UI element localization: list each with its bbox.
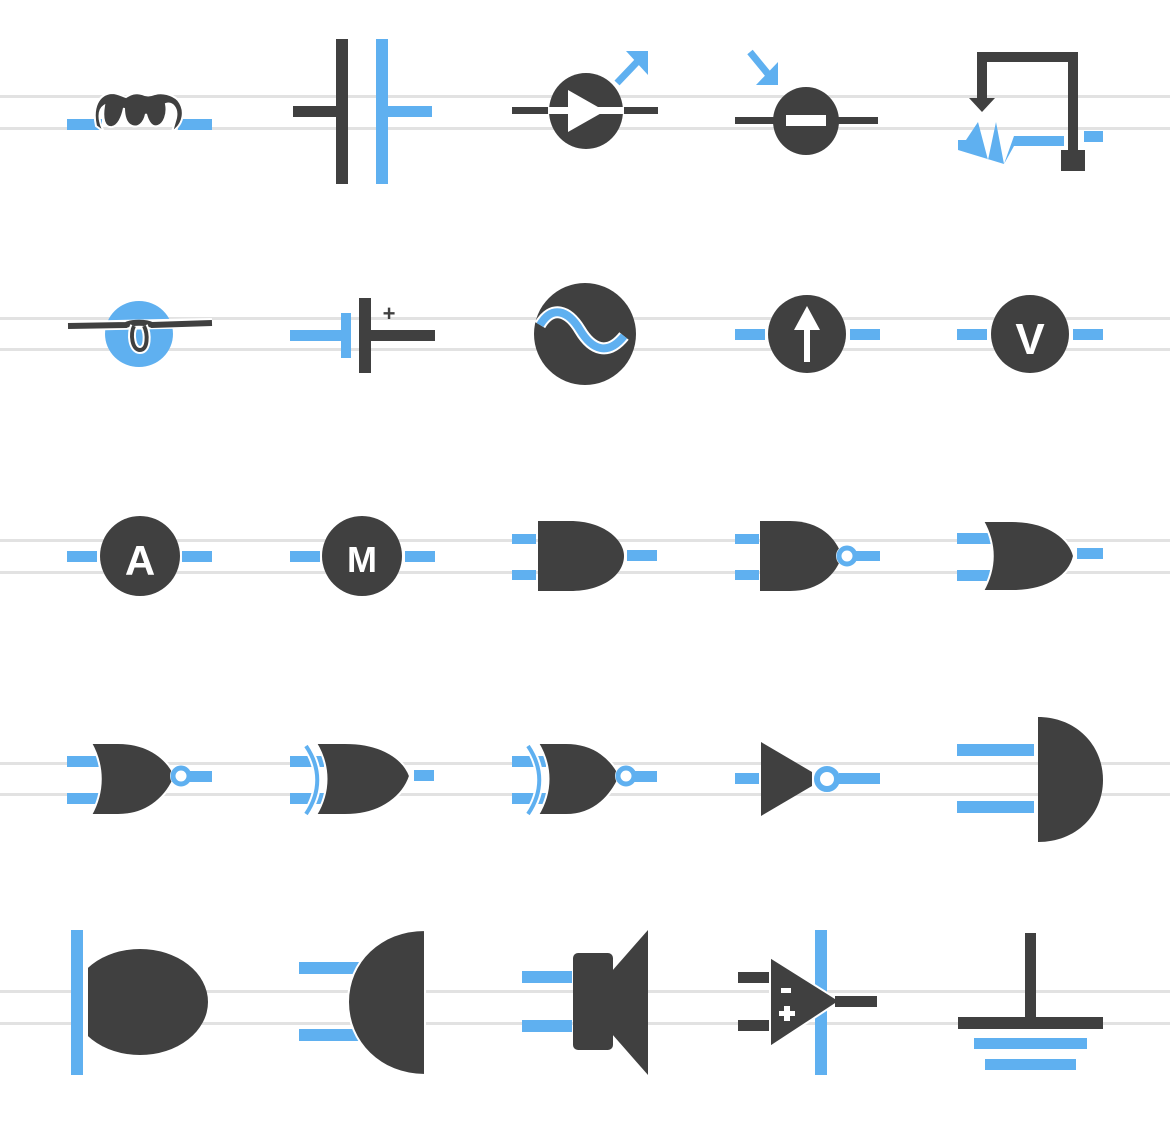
- xnor-gate-icon[interactable]: [512, 742, 657, 817]
- led-icon[interactable]: [512, 51, 658, 149]
- motor-letter: M: [347, 539, 377, 580]
- photo-resistor-icon[interactable]: [735, 49, 878, 155]
- voltmeter-icon[interactable]: V: [957, 295, 1103, 373]
- ammeter-letter: A: [125, 537, 155, 584]
- or-gate-icon[interactable]: [957, 520, 1103, 592]
- xor-gate-icon[interactable]: [290, 742, 434, 817]
- loop-coil-icon[interactable]: [67, 301, 213, 367]
- speaker-icon[interactable]: [522, 930, 648, 1075]
- motor-icon[interactable]: M: [290, 516, 435, 596]
- current-source-icon[interactable]: [735, 295, 880, 373]
- not-gate-icon[interactable]: [735, 742, 880, 816]
- battery-plus-sign: +: [383, 301, 396, 326]
- microphone-icon[interactable]: [71, 930, 208, 1075]
- nor-gate-icon[interactable]: [67, 742, 212, 816]
- ground-icon[interactable]: [958, 933, 1103, 1070]
- and-gate-icon[interactable]: [512, 521, 657, 591]
- capacitor-icon[interactable]: [293, 39, 432, 184]
- nand-gate-icon[interactable]: [735, 521, 880, 591]
- potentiometer-icon[interactable]: [958, 52, 1103, 171]
- ammeter-icon[interactable]: A: [67, 516, 212, 596]
- inductor-icon[interactable]: [67, 91, 212, 135]
- op-amp-minus-sign: [781, 988, 791, 993]
- earphone-icon[interactable]: [299, 928, 426, 1077]
- op-amp-icon[interactable]: [738, 930, 877, 1075]
- voltmeter-letter: V: [1015, 315, 1045, 364]
- d-shaped-gate-icon[interactable]: [957, 717, 1103, 842]
- ac-source-icon[interactable]: [534, 283, 636, 385]
- battery-cell-icon[interactable]: +: [290, 298, 435, 373]
